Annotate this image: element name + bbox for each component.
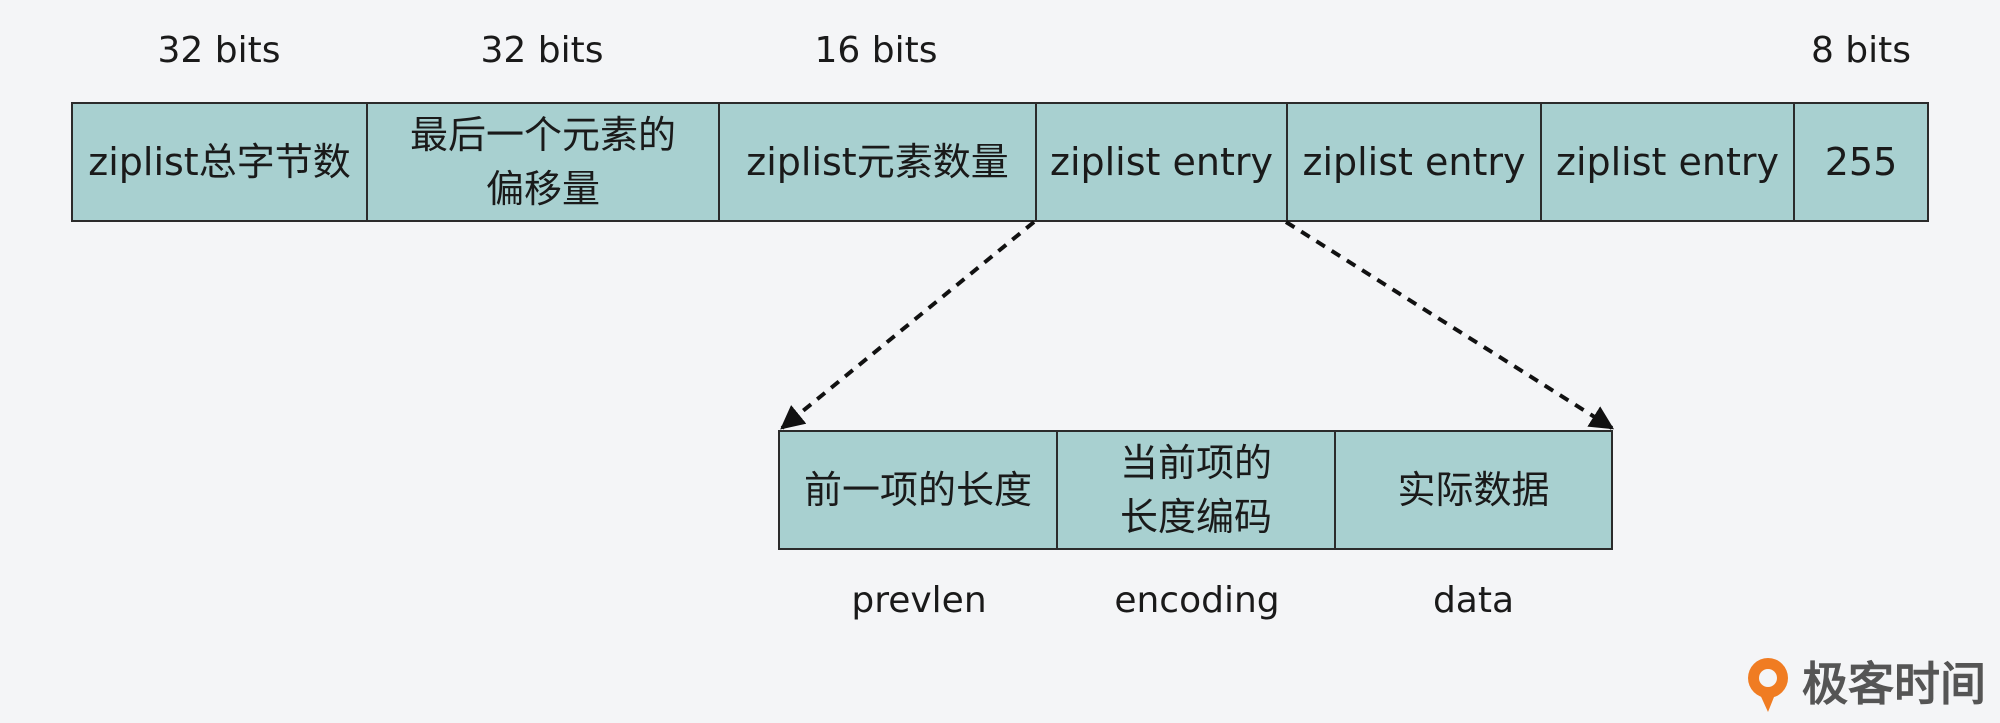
- geekbang-logo: 极客时间: [1744, 652, 1986, 716]
- ziplist-entry-cell: ziplist entry: [1037, 104, 1288, 220]
- arrow-left-dashed: [780, 220, 1036, 430]
- ziplist-end-marker-cell: 255: [1824, 140, 1898, 184]
- ziplist-tail-offset-cell: 最后一个元素的 偏移量: [368, 104, 720, 220]
- entry-structure-row: 前一项的长度 当前项的 长度编码 实际数据: [778, 430, 1613, 550]
- ziplist-entry-cell: ziplist entry: [1542, 104, 1795, 220]
- field-label-encoding: encoding: [1114, 580, 1280, 621]
- ziplist-total-bytes-cell: ziplist总字节数: [73, 104, 368, 220]
- arrow-right-dashed: [1284, 220, 1615, 430]
- entry-prevlen-cell: 前一项的长度: [780, 432, 1058, 548]
- bits-label-tail-offset: 32 bits: [480, 30, 604, 71]
- field-label-data: data: [1432, 580, 1515, 621]
- bits-label-end-marker: 8 bits: [1810, 30, 1912, 71]
- geekbang-logo-icon: [1748, 658, 1788, 712]
- field-label-prevlen: prevlen: [851, 580, 987, 621]
- entry-encoding-cell: 当前项的 长度编码: [1058, 432, 1336, 548]
- ziplist-structure-row: ziplist总字节数 最后一个元素的 偏移量 ziplist元素数量 zipl…: [71, 102, 1929, 222]
- bits-label-total-bytes: 32 bits: [157, 30, 281, 71]
- bits-label-entry-count: 16 bits: [814, 30, 938, 71]
- entry-data-cell: 实际数据: [1397, 468, 1550, 512]
- logo-text: 极客时间: [1802, 657, 1986, 711]
- ziplist-entry-count-cell: ziplist元素数量: [720, 104, 1037, 220]
- ziplist-entry-cell: ziplist entry: [1288, 104, 1542, 220]
